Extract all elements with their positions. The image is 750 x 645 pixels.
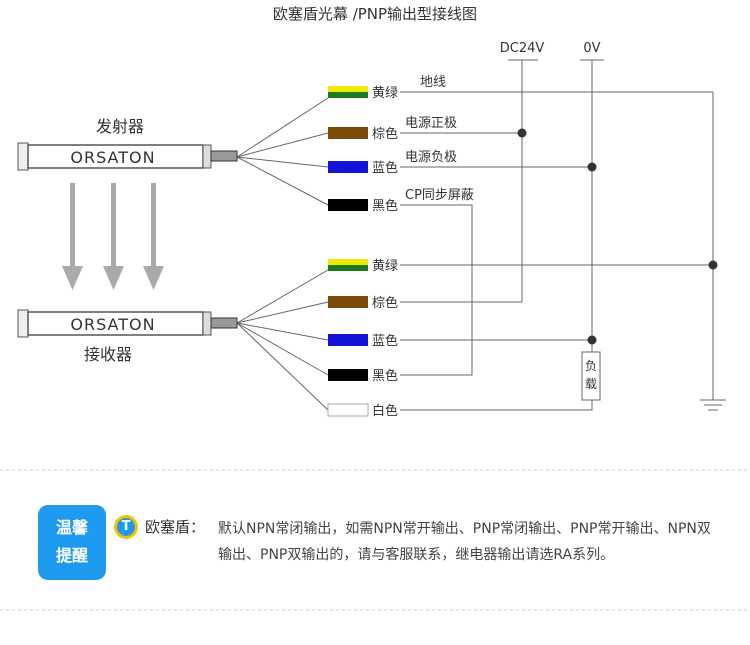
light-beam-arrows [62,183,164,290]
receiver-brand: ORSATON [70,315,155,334]
wire-function: 地线 [420,75,446,90]
swatch-black [328,199,368,211]
wires [236,59,726,411]
receiver-sensor [17,309,238,338]
wire-label: 黄绿 [372,259,398,274]
load-label-1: 负 [585,359,597,373]
emitter-brand: ORSATON [70,148,155,167]
wire-label: 蓝色 [372,160,398,176]
swatch-white [327,403,369,417]
wire-label: 白色 [372,403,398,419]
load-label-2: 载 [585,377,597,391]
zero-v-label: 0V [583,41,600,56]
wire-label: 黑色 [372,368,398,384]
tip-line1: 温馨 [55,518,88,537]
swatch-yellow-green [328,259,368,265]
swatch-blue [328,161,368,173]
swatch-blue [328,334,368,346]
tip-badge: 温馨提醒 [38,505,106,580]
junction-dots [517,128,718,345]
swatch-brown [328,296,368,308]
wire-label: 黑色 [372,198,398,214]
brand-logo-icon: T [114,515,138,539]
wire-label: 棕色 [372,126,398,142]
emitter-sensor [17,142,238,171]
wire-function: CP同步屏蔽 [405,188,474,203]
tip-line2: 提醒 [55,546,88,565]
dc24v-label: DC24V [500,41,545,56]
tip-brand: 欧塞盾： [145,518,206,536]
diagram-title: 欧塞盾光幕 /PNP输出型接线图 [273,5,477,23]
wire-label: 黄绿 [372,86,398,101]
swatch-black [328,369,368,381]
swatch-yellow-green [328,86,368,92]
load-box [581,351,601,401]
swatch-brown [328,127,368,139]
emitter-label: 发射器 [96,117,144,136]
wire-label: 棕色 [372,295,398,311]
wire-function: 电源负极 [405,150,457,165]
tip-text: 默认NPN常闭输出，如需NPN常开输出、PNP常闭输出、PNP常开输出、NPN双… [218,521,711,563]
receiver-label: 接收器 [84,345,132,364]
wire-function: 电源正极 [405,116,457,131]
wire-label: 蓝色 [372,333,398,349]
